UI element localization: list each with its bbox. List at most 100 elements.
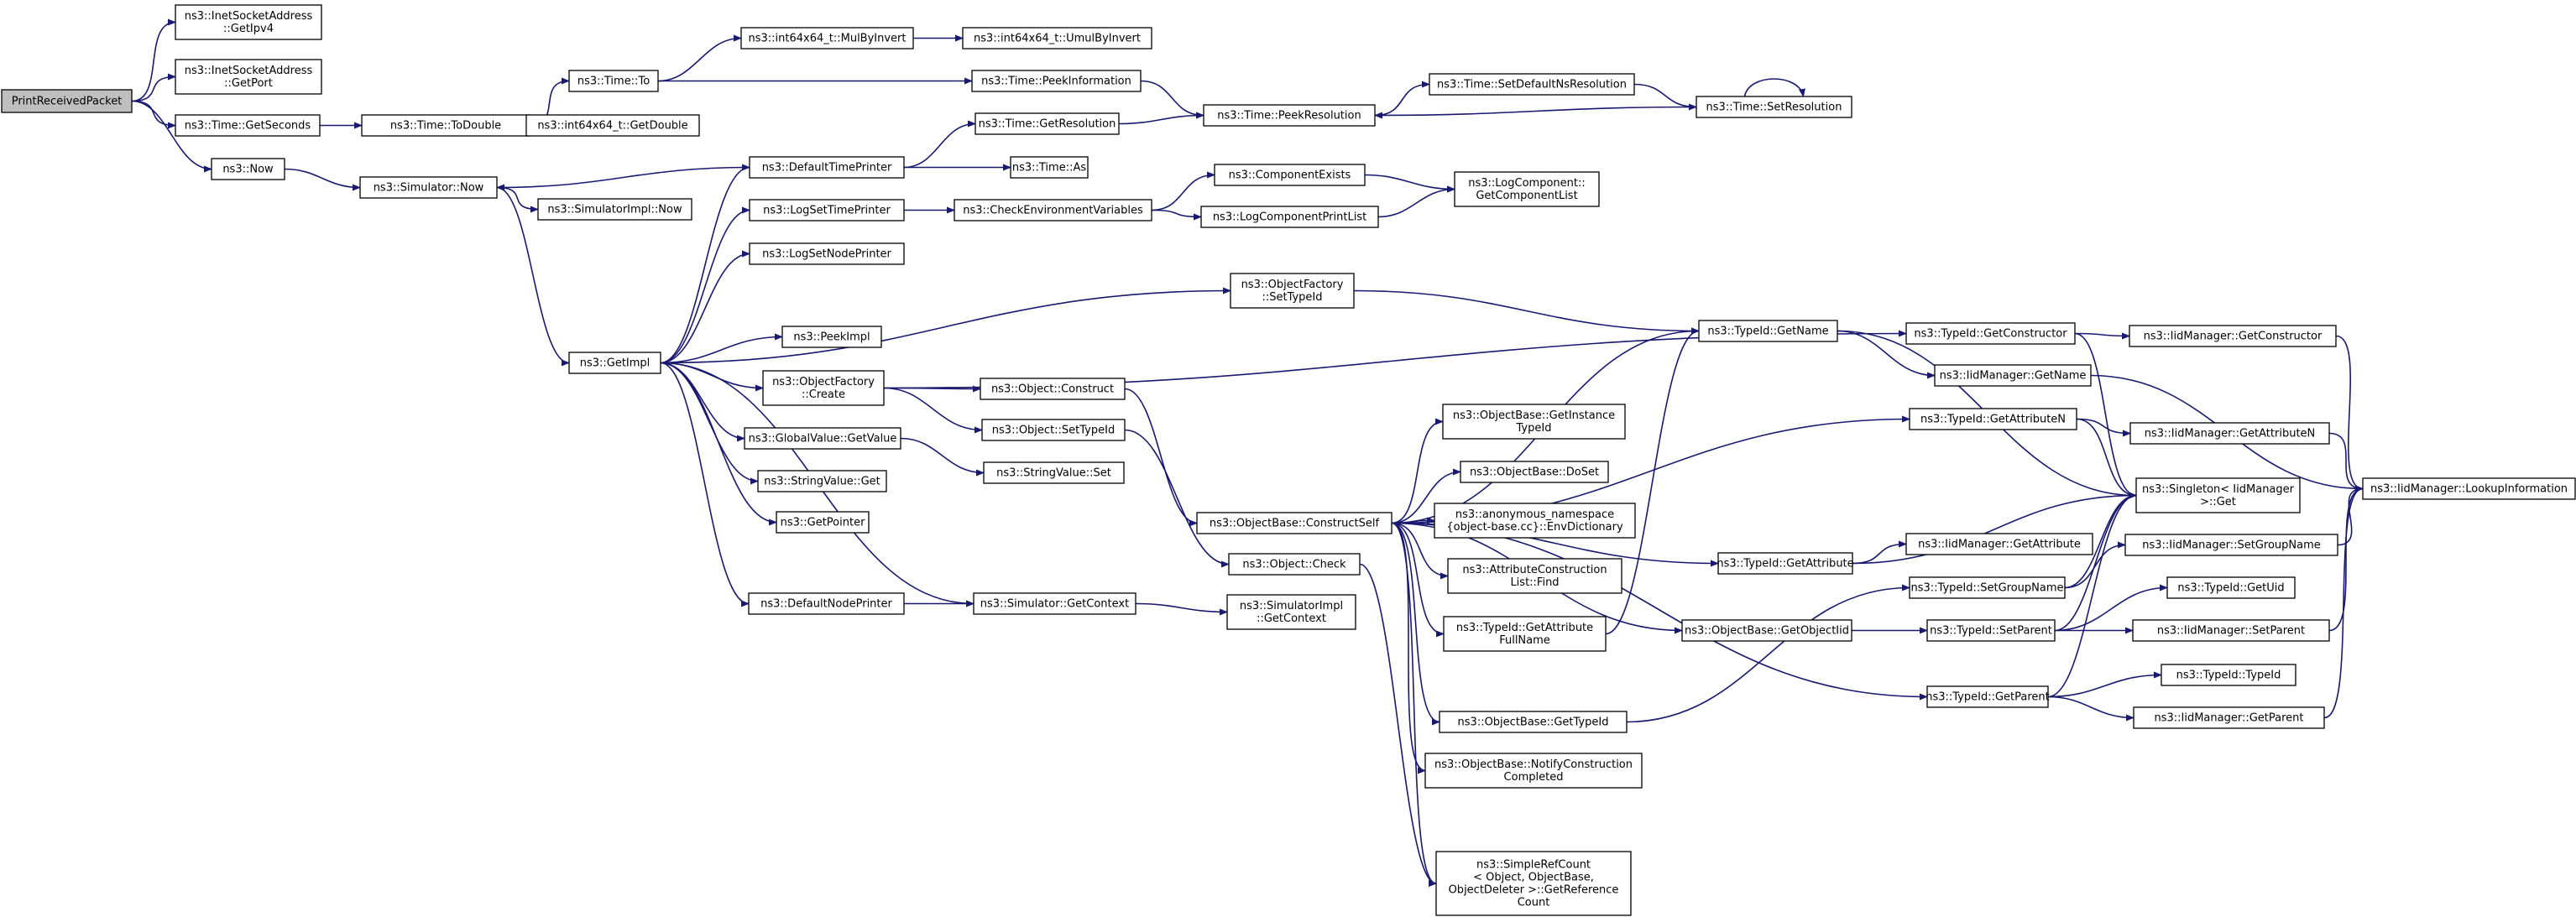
node-ns3-objectbase-getobjectiid[interactable]: ns3::ObjectBase::GetObjectIid — [1681, 619, 1852, 642]
node-label: ns3::IidManager::GetName — [1940, 370, 2087, 383]
node-ns3-object-construct[interactable]: ns3::Object::Construct — [980, 378, 1126, 400]
node-ns3-typeid-getattribute[interactable]: ns3::TypeId::GetAttribute — [1716, 552, 1854, 575]
node-ns3-inetsocketaddress-getipv4[interactable]: ns3::InetSocketAddress::GetIpv4 — [175, 4, 322, 40]
node-label: ns3::SimulatorImpl — [1240, 600, 1343, 612]
node-ns3-time-as[interactable]: ns3::Time::As — [1010, 156, 1089, 179]
node-ns3-getimpl[interactable]: ns3::GetImpl — [568, 352, 661, 374]
node-ns3-globalvalue-getvalue[interactable]: ns3::GlobalValue::GetValue — [744, 427, 901, 450]
node-ns3-iidmanager-setparent[interactable]: ns3::IidManager::SetParent — [2132, 619, 2330, 642]
node-label: ns3::Time::PeekInformation — [981, 76, 1131, 88]
node-label: ObjectDeleter >::GetReference — [1449, 884, 1619, 897]
node-ns3-simplerefcount-object-objectbase-objectdeleter-getrefere[interactable]: ns3::SimpleRefCount< Object, ObjectBase,… — [1435, 851, 1632, 916]
node-ns3-singleton-iidmanager-get[interactable]: ns3::Singleton< IidManager>::Get — [2135, 477, 2301, 513]
node-ns3-stringvalue-get[interactable]: ns3::StringValue::Get — [757, 470, 887, 492]
node-ns3-logsettimeprinter[interactable]: ns3::LogSetTimePrinter — [749, 199, 905, 221]
node-ns3-checkenvironmentvariables[interactable]: ns3::CheckEnvironmentVariables — [954, 199, 1152, 221]
node-box — [537, 198, 692, 221]
node-label: ns3::TypeId::GetAttribute — [1716, 558, 1853, 571]
node-label: ns3::TypeId::GetAttributeN — [1920, 414, 2066, 426]
node-ns3-typeid-getuid[interactable]: ns3::TypeId::GetUid — [2166, 576, 2296, 599]
node-ns3-time-setresolution[interactable]: ns3::Time::SetResolution — [1696, 96, 1852, 118]
node-ns3-time-to[interactable]: ns3::Time::To — [568, 70, 659, 92]
node-label: ::GetPort — [224, 77, 273, 90]
node-ns3-time-peekinformation[interactable]: ns3::Time::PeekInformation — [971, 70, 1142, 92]
node-ns3-objectbase-doset[interactable]: ns3::ObjectBase::DoSet — [1460, 461, 1609, 483]
edge-n38-n47 — [1391, 522, 1437, 887]
node-ns3-iidmanager-getname[interactable]: ns3::IidManager::GetName — [1934, 364, 2092, 387]
node-ns3-iidmanager-setgroupname[interactable]: ns3::IidManager::SetGroupName — [2124, 534, 2338, 556]
node-ns3-getpointer[interactable]: ns3::GetPointer — [776, 511, 870, 534]
node-box — [1010, 156, 1089, 179]
node-label: ns3::DefaultNodePrinter — [760, 598, 892, 611]
node-ns3-typeid-getparent[interactable]: ns3::TypeId::GetParent — [1925, 685, 2050, 708]
node-box — [2124, 534, 2338, 556]
node-ns3-inetsocketaddress-getport[interactable]: ns3::InetSocketAddress::GetPort — [175, 59, 322, 95]
edge-n26-n19 — [660, 206, 750, 364]
node-box — [1424, 753, 1643, 789]
edge-n51-n60 — [2074, 332, 2137, 499]
node-label: ns3::Time::GetSeconds — [185, 120, 311, 133]
edge-n57-n60 — [2047, 492, 2137, 698]
node-ns3-simulator-getcontext[interactable]: ns3::Simulator::GetContext — [973, 592, 1136, 615]
node-box — [211, 158, 285, 180]
node-ns3-typeid-typeid[interactable]: ns3::TypeId::TypeId — [2161, 664, 2296, 686]
node-ns3-peekimpl[interactable]: ns3::PeekImpl — [781, 326, 882, 348]
node-printreceivedpacket[interactable]: PrintReceivedPacket — [1, 89, 133, 113]
node-ns3-time-todouble[interactable]: ns3::Time::ToDouble — [361, 114, 530, 137]
edge-n0-n2 — [131, 73, 176, 102]
node-box — [568, 352, 661, 374]
edge-n48-n52 — [1837, 330, 1936, 379]
node-label: ns3::CheckEnvironmentVariables — [963, 205, 1143, 217]
node-ns3-objectbase-constructself[interactable]: ns3::ObjectBase::ConstructSelf — [1196, 512, 1393, 534]
node-box — [1214, 164, 1366, 186]
node-ns3-iidmanager-lookupinformation[interactable]: ns3::IidManager::LookupInformation — [2362, 477, 2576, 500]
node-ns3-int64x64-t-umulbyinvert[interactable]: ns3::int64x64_t::UmulByInvert — [962, 27, 1152, 49]
node-ns3-simulatorimpl-now[interactable]: ns3::SimulatorImpl::Now — [537, 198, 692, 221]
node-ns3-typeid-getattributen[interactable]: ns3::TypeId::GetAttributeN — [1909, 408, 2077, 430]
node-ns3-stringvalue-set[interactable]: ns3::StringValue::Set — [983, 461, 1125, 484]
edge-n17-n11 — [1118, 112, 1204, 125]
node-ns3-time-setdefaultnsresolution[interactable]: ns3::Time::SetDefaultNsResolution — [1429, 73, 1635, 96]
node-label: ns3::IidManager::GetAttribute — [1918, 539, 2081, 551]
node-ns3-time-peekresolution[interactable]: ns3::Time::PeekResolution — [1203, 104, 1376, 127]
node-ns3-typeid-getconstructor[interactable]: ns3::TypeId::GetConstructor — [1905, 322, 2076, 345]
node-label: ns3::Singleton< IidManager — [2142, 483, 2295, 496]
node-ns3-anonymous-namespace-object-base-cc-envdictionary[interactable]: ns3::anonymous_namespace{object-base.cc}… — [1434, 503, 1636, 539]
node-ns3-logcomponentprintlist[interactable]: ns3::LogComponentPrintList — [1200, 206, 1379, 228]
edge-n29-n38 — [1124, 388, 1198, 527]
node-ns3-typeid-setparent[interactable]: ns3::TypeId::SetParent — [1926, 619, 2056, 642]
node-ns3-defaulttimeprinter[interactable]: ns3::DefaultTimePrinter — [749, 156, 905, 179]
node-ns3-simulator-now[interactable]: ns3::Simulator::Now — [359, 176, 498, 199]
edge-n13-n11 — [1374, 106, 1697, 119]
node-ns3-objectfactory-settypeid[interactable]: ns3::ObjectFactory::SetTypeId — [1230, 273, 1355, 309]
node-ns3-iidmanager-getparent[interactable]: ns3::IidManager::GetParent — [2133, 706, 2325, 729]
node-ns3-objectfactory-create[interactable]: ns3::ObjectFactory::Create — [762, 370, 885, 406]
node-box — [762, 370, 885, 406]
node-ns3-simulatorimpl-getcontext[interactable]: ns3::SimulatorImpl::GetContext — [1226, 594, 1356, 630]
node-ns3-int64x64-t-mulbyinvert[interactable]: ns3::int64x64_t::MulByInvert — [740, 27, 914, 49]
edge-n26-n35 — [660, 362, 750, 607]
node-box — [1909, 576, 2066, 599]
node-ns3-int64x64-t-getdouble[interactable]: ns3::int64x64_t::GetDouble — [525, 114, 700, 137]
node-ns3-typeid-setgroupname[interactable]: ns3::TypeId::SetGroupName — [1909, 576, 2066, 599]
node-ns3-objectbase-notifyconstruction-completed[interactable]: ns3::ObjectBase::NotifyConstructionCompl… — [1424, 753, 1643, 789]
node-ns3-logcomponent-getcomponentlist[interactable]: ns3::LogComponent::GetComponentList — [1454, 171, 1600, 207]
node-ns3-now[interactable]: ns3::Now — [211, 158, 285, 180]
node-label: ns3::AttributeConstruction — [1462, 564, 1607, 576]
node-ns3-iidmanager-getconstructor[interactable]: ns3::IidManager::GetConstructor — [2129, 325, 2337, 347]
node-ns3-time-getseconds[interactable]: ns3::Time::GetSeconds — [175, 114, 321, 137]
node-ns3-time-getresolution[interactable]: ns3::Time::GetResolution — [974, 112, 1120, 135]
node-ns3-object-settypeid[interactable]: ns3::Object::SetTypeId — [981, 419, 1126, 441]
node-ns3-componentexists[interactable]: ns3::ComponentExists — [1214, 164, 1366, 186]
node-ns3-typeid-getname[interactable]: ns3::TypeId::GetName — [1698, 320, 1838, 342]
node-ns3-object-check[interactable]: ns3::Object::Check — [1228, 553, 1361, 576]
node-ns3-defaultnodeprinter[interactable]: ns3::DefaultNodePrinter — [748, 592, 905, 615]
node-ns3-iidmanager-getattribute[interactable]: ns3::IidManager::GetAttribute — [1905, 533, 2093, 555]
node-ns3-objectbase-gettypeid[interactable]: ns3::ObjectBase::GetTypeId — [1439, 711, 1628, 733]
node-ns3-logsetnodeprinter[interactable]: ns3::LogSetNodePrinter — [749, 242, 905, 265]
edge-n14-n15 — [496, 186, 539, 213]
node-ns3-iidmanager-getattributen[interactable]: ns3::IidManager::GetAttributeN — [2129, 422, 2330, 445]
